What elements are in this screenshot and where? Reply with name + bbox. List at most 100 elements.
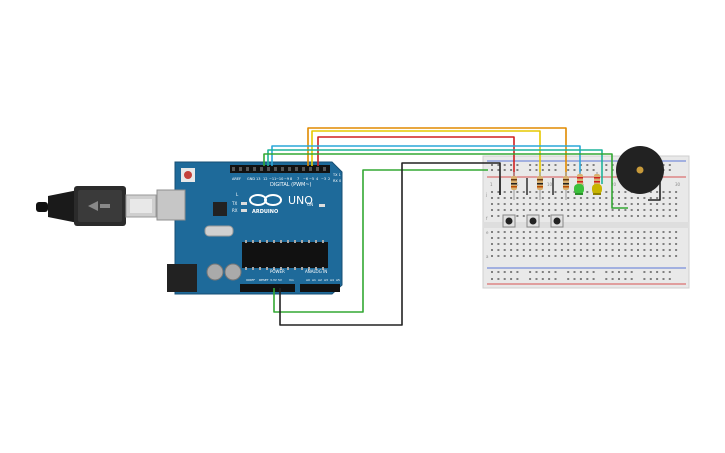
breadboard-hole[interactable] [522,203,525,205]
resistor-icon[interactable] [563,172,569,200]
breadboard-hole[interactable] [675,197,678,199]
breadboard-hole[interactable] [497,215,500,217]
breadboard-hole[interactable] [668,249,671,251]
breadboard-hole[interactable] [560,191,563,193]
breadboard-hole[interactable] [554,197,557,199]
breadboard-hole[interactable] [491,243,493,245]
breadboard-hole[interactable] [567,191,570,193]
breadboard-hole[interactable] [522,191,525,193]
breadboard-hole[interactable] [510,191,513,193]
breadboard-hole[interactable] [656,243,659,245]
breadboard-hole[interactable] [554,249,557,251]
breadboard-hole[interactable] [579,278,582,280]
breadboard-hole[interactable] [624,231,627,233]
breadboard-hole[interactable] [618,197,620,199]
breadboard-hole[interactable] [529,164,532,166]
breadboard-hole[interactable] [592,249,595,251]
breadboard-hole[interactable] [541,197,544,199]
breadboard-hole[interactable] [516,231,519,233]
breadboard-hole[interactable] [643,243,646,245]
breadboard-hole[interactable] [579,164,582,166]
breadboard-hole[interactable] [560,249,563,251]
breadboard-hole[interactable] [579,231,582,233]
breadboard-hole[interactable] [503,237,506,239]
breadboard-hole[interactable] [510,255,513,257]
breadboard-hole[interactable] [491,278,493,280]
breadboard-hole[interactable] [592,278,595,280]
breadboard-hole[interactable] [592,237,595,239]
breadboard-hole[interactable] [586,209,589,211]
breadboard-hole[interactable] [554,231,557,233]
breadboard-hole[interactable] [567,249,570,251]
breadboard-hole[interactable] [668,169,671,171]
breadboard-hole[interactable] [611,249,614,251]
breadboard-hole[interactable] [535,203,538,205]
breadboard-hole[interactable] [662,231,665,233]
breadboard-hole[interactable] [675,191,678,193]
breadboard-hole[interactable] [668,197,671,199]
breadboard-hole[interactable] [649,209,652,211]
breadboard-hole[interactable] [491,271,493,273]
breadboard-hole[interactable] [668,164,671,166]
breadboard-hole[interactable] [662,278,665,280]
breadboard-hole[interactable] [586,169,589,171]
breadboard-hole[interactable] [668,191,671,193]
breadboard-hole[interactable] [668,255,671,257]
breadboard-hole[interactable] [573,249,576,251]
breadboard-hole[interactable] [605,255,608,257]
breadboard-hole[interactable] [599,237,601,239]
breadboard-hole[interactable] [611,215,614,217]
breadboard-hole[interactable] [668,243,671,245]
breadboard-hole[interactable] [573,237,576,239]
breadboard-hole[interactable] [637,237,639,239]
breadboard-hole[interactable] [567,278,570,280]
breadboard-hole[interactable] [548,278,551,280]
breadboard-hole[interactable] [630,249,633,251]
breadboard-hole[interactable] [560,231,563,233]
breadboard-hole[interactable] [503,271,506,273]
breadboard-hole[interactable] [567,169,570,171]
breadboard-hole[interactable] [560,203,563,205]
breadboard-hole[interactable] [541,271,544,273]
breadboard-hole[interactable] [497,278,500,280]
breadboard-hole[interactable] [522,237,525,239]
breadboard-hole[interactable] [618,203,620,205]
breadboard-hole[interactable] [573,169,576,171]
breadboard-hole[interactable] [579,209,582,211]
breadboard-hole[interactable] [554,209,557,211]
breadboard-hole[interactable] [529,237,532,239]
breadboard-hole[interactable] [497,169,500,171]
breadboard-hole[interactable] [630,243,633,245]
breadboard-hole[interactable] [618,278,620,280]
breadboard-hole[interactable] [510,237,513,239]
breadboard-hole[interactable] [656,191,659,193]
breadboard-hole[interactable] [656,271,659,273]
resistor-icon[interactable] [537,172,543,200]
breadboard-hole[interactable] [656,215,659,217]
breadboard-hole[interactable] [529,271,532,273]
breadboard-hole[interactable] [529,169,532,171]
breadboard-hole[interactable] [592,197,595,199]
breadboard-hole[interactable] [649,271,652,273]
breadboard-hole[interactable] [592,243,595,245]
breadboard-hole[interactable] [567,271,570,273]
breadboard-hole[interactable] [675,203,678,205]
breadboard-hole[interactable] [649,191,652,193]
breadboard-hole[interactable] [643,197,646,199]
breadboard-hole[interactable] [630,271,633,273]
breadboard-hole[interactable] [535,278,538,280]
breadboard-hole[interactable] [535,231,538,233]
breadboard-hole[interactable] [579,215,582,217]
breadboard-hole[interactable] [611,271,614,273]
breadboard-hole[interactable] [548,255,551,257]
breadboard-hole[interactable] [630,278,633,280]
breadboard-hole[interactable] [605,278,608,280]
breadboard-hole[interactable] [548,231,551,233]
breadboard-hole[interactable] [516,197,519,199]
breadboard-hole[interactable] [541,243,544,245]
breadboard-hole[interactable] [662,203,665,205]
breadboard-hole[interactable] [656,203,659,205]
breadboard-hole[interactable] [522,197,525,199]
breadboard-hole[interactable] [548,164,551,166]
breadboard-hole[interactable] [497,197,500,199]
